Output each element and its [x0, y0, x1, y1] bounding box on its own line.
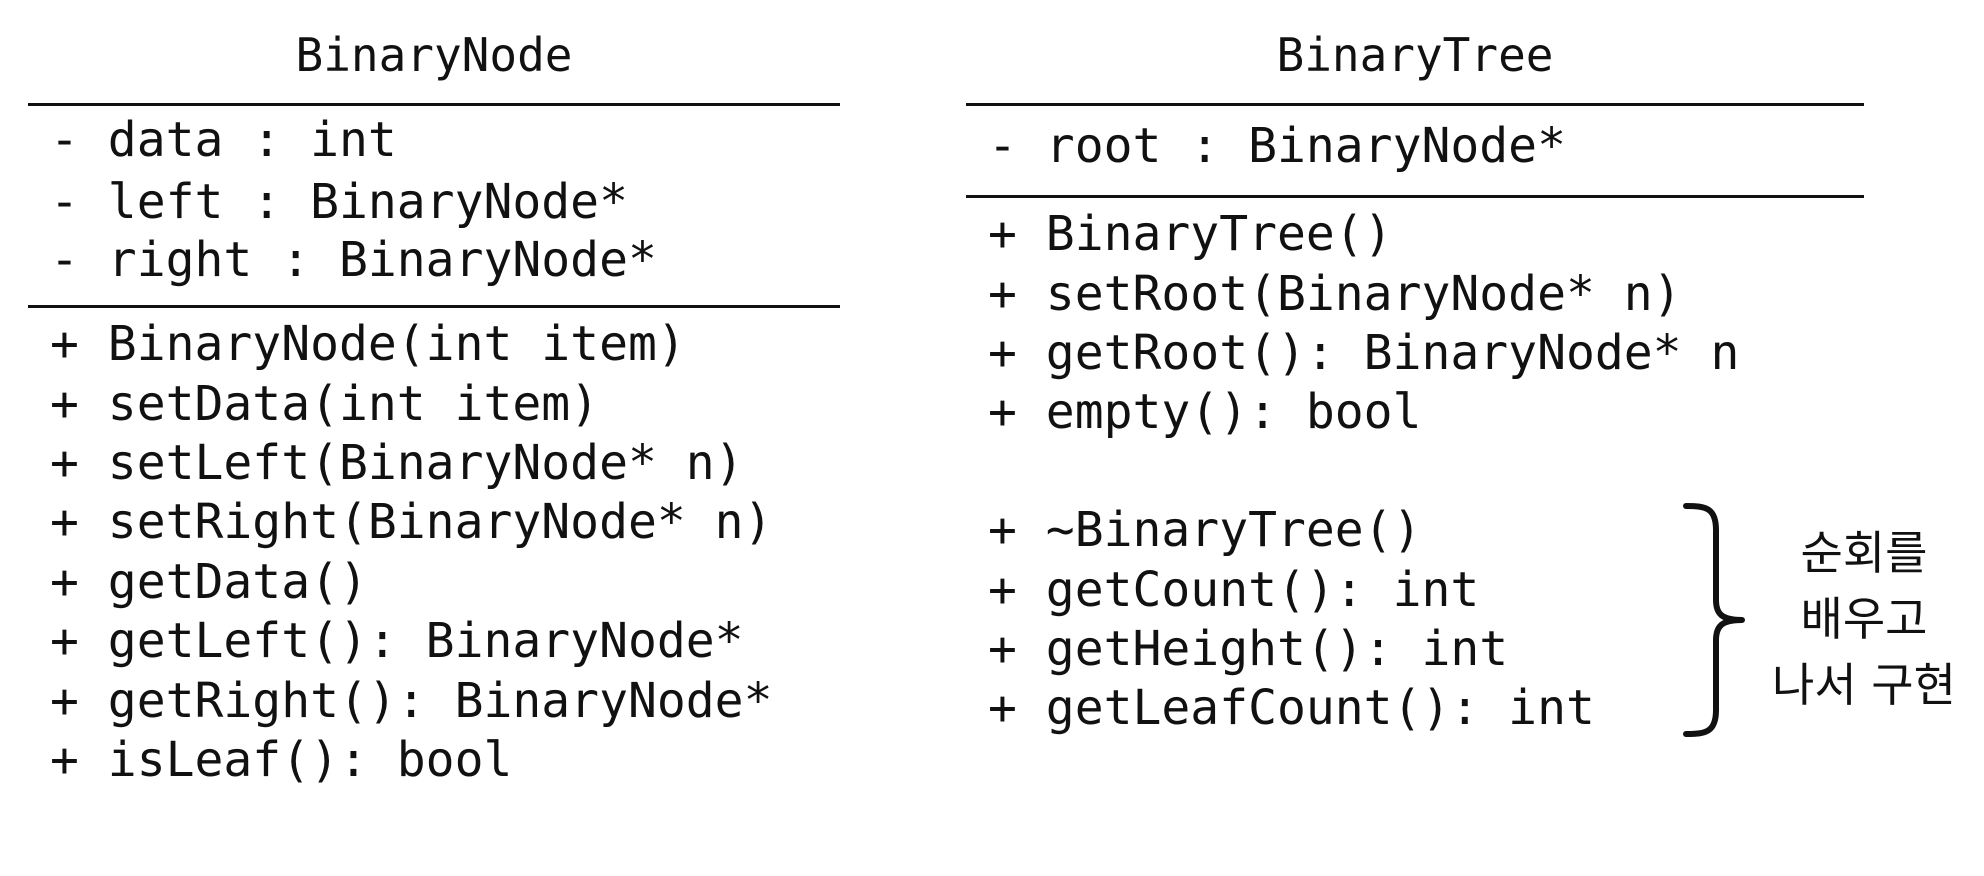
note-line: 순회를: [1800, 526, 1928, 580]
binary-tree-methods: + BinaryTree() + setRoot(BinaryNode* n) …: [988, 206, 1739, 542]
method-get-root: + getRoot(): BinaryNode* n: [988, 325, 1740, 381]
binary-tree-later-methods: + ~BinaryTree() + getCount(): int + getH…: [988, 502, 1595, 838]
method-get-right: + getRight(): BinaryNode*: [50, 673, 773, 729]
method-get-count: + getCount(): int: [988, 562, 1480, 618]
method-constructor: + BinaryNode(int item): [50, 316, 686, 372]
binary-node-attr-divider: [28, 305, 840, 308]
binary-tree-attr-divider: [966, 195, 1864, 198]
binary-node-top-divider: [28, 103, 840, 106]
method-is-leaf: + isLeaf(): bool: [50, 732, 513, 788]
binary-tree-top-divider: [966, 103, 1864, 106]
method-set-root: + setRoot(BinaryNode* n): [988, 266, 1682, 322]
curly-brace-icon: [1683, 503, 1745, 737]
attribute-right: - right : BinaryNode*: [50, 232, 657, 288]
method-destructor: + ~BinaryTree(): [988, 502, 1422, 558]
method-set-left: + setLeft(BinaryNode* n): [50, 435, 744, 491]
method-empty: + empty(): bool: [988, 384, 1422, 440]
attribute-root: - root : BinaryNode*: [988, 118, 1566, 174]
attribute-data: - data : int: [50, 112, 397, 168]
note-line: 배우고: [1800, 592, 1928, 646]
binary-node-title: BinaryNode: [295, 28, 573, 82]
binary-node-attributes: - data : int - left : BinaryNode* - righ…: [50, 112, 657, 392]
binary-tree-attributes: - root : BinaryNode*: [988, 118, 1566, 286]
method-get-leaf-count: + getLeafCount(): int: [988, 680, 1595, 736]
method-get-data: + getData(): [50, 554, 368, 610]
attribute-left: - left : BinaryNode*: [50, 174, 628, 230]
method-tree-constructor: + BinaryTree(): [988, 206, 1393, 262]
binary-node-methods: + BinaryNode(int item) + setData(int ite…: [50, 316, 772, 876]
method-get-left: + getLeft(): BinaryNode*: [50, 613, 744, 669]
binary-tree-title: BinaryTree: [1276, 28, 1554, 82]
method-set-right: + setRight(BinaryNode* n): [50, 494, 773, 550]
method-get-height: + getHeight(): int: [988, 621, 1509, 677]
note-line: 나서 구현: [1772, 658, 1956, 712]
implementation-note: 순회를 배우고 나서 구현: [1754, 520, 1974, 718]
method-set-data: + setData(int item): [50, 376, 600, 432]
